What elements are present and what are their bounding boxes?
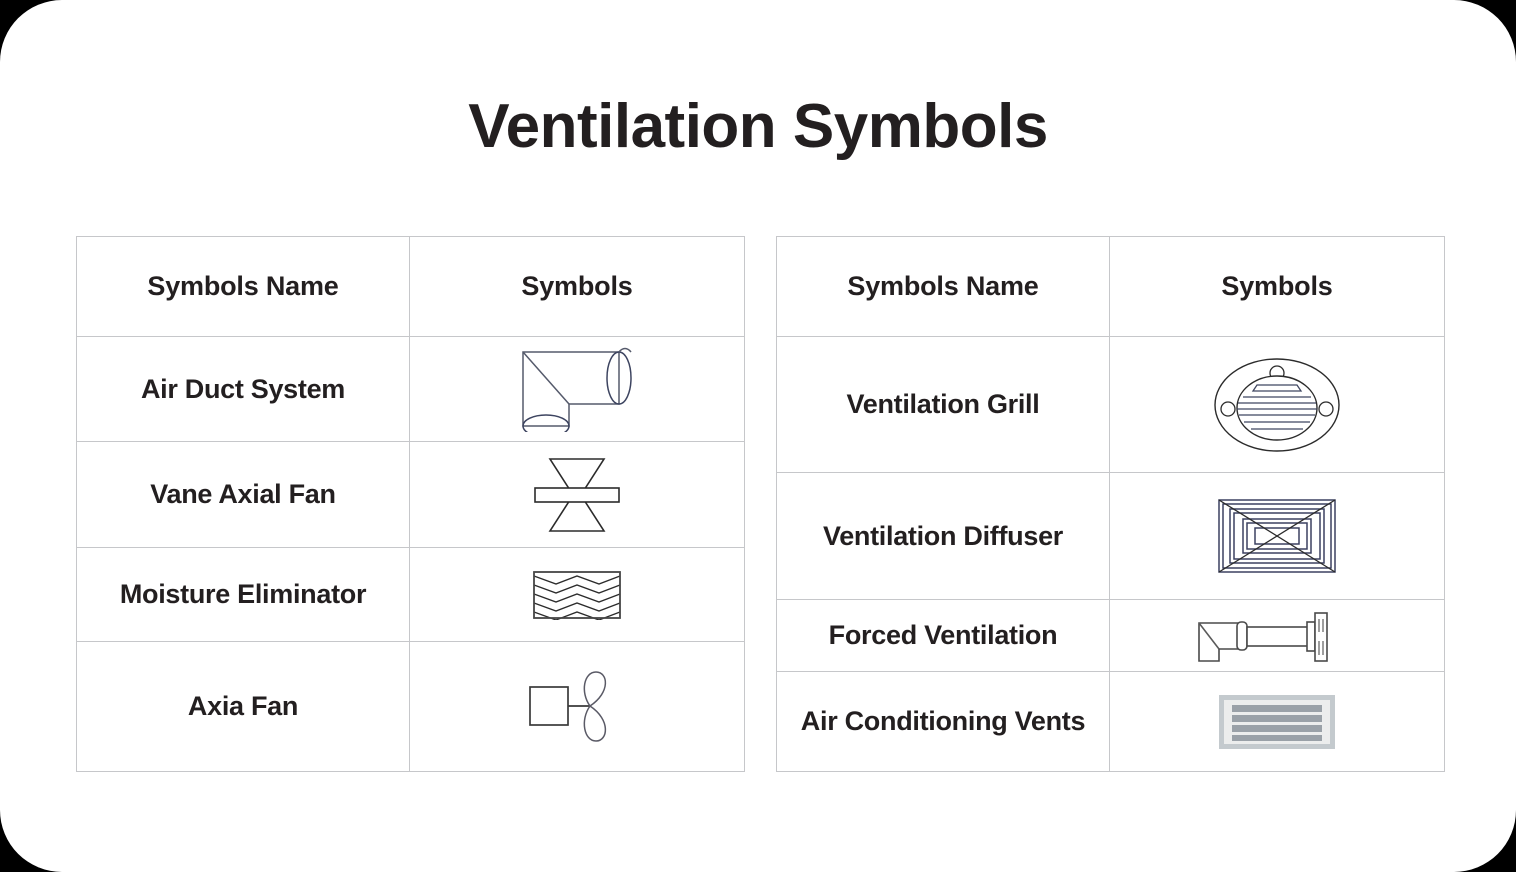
symbol-name-moisture-eliminator: Moisture Eliminator: [76, 547, 410, 642]
vane-axial-fan-symbol: [534, 457, 620, 532]
air-conditioning-vents-symbol: [1219, 694, 1335, 749]
table-row: Axia Fan: [76, 641, 745, 772]
symbol-cell-ventilation-diffuser: [1109, 472, 1445, 600]
table-row: Forced Ventilation: [776, 599, 1445, 672]
table-row: Air Duct System: [76, 336, 745, 442]
axia-fan-symbol: [529, 670, 607, 742]
symbol-name-air-duct-system: Air Duct System: [76, 336, 410, 442]
ventilation-symbols-table-right: Symbols Name Symbols Ventilation Grill: [776, 236, 1445, 772]
header-symbols: Symbols: [1109, 236, 1445, 337]
symbol-cell-moisture-eliminator: [409, 547, 745, 642]
symbol-cell-forced-ventilation: [1109, 599, 1445, 672]
table-row: Air Conditioning Vents: [776, 671, 1445, 772]
symbol-name-vane-axial-fan: Vane Axial Fan: [76, 441, 410, 548]
forced-ventilation-symbol: [1198, 611, 1328, 662]
page-title: Ventilation Symbols: [468, 92, 1048, 161]
symbol-cell-vane-axial-fan: [409, 441, 745, 548]
table-row: Ventilation Grill: [776, 336, 1445, 473]
header-symbols-name: Symbols Name: [776, 236, 1110, 337]
symbol-name-axia-fan: Axia Fan: [76, 641, 410, 772]
ventilation-diffuser-symbol: [1218, 499, 1336, 573]
symbol-name-ventilation-grill: Ventilation Grill: [776, 336, 1110, 473]
air-duct-system-symbol: [522, 347, 632, 432]
symbol-name-forced-ventilation: Forced Ventilation: [776, 599, 1110, 672]
table-row: Vane Axial Fan: [76, 441, 745, 548]
symbol-cell-ventilation-grill: [1109, 336, 1445, 473]
symbol-name-ventilation-diffuser: Ventilation Diffuser: [776, 472, 1110, 600]
ventilation-grill-symbol: [1214, 357, 1340, 452]
table-row: Ventilation Diffuser: [776, 472, 1445, 600]
moisture-eliminator-symbol: [533, 570, 621, 620]
ventilation-symbols-table-left: Symbols Name Symbols Air Duct System: [76, 236, 745, 772]
symbol-name-air-conditioning-vents: Air Conditioning Vents: [776, 671, 1110, 772]
header-symbols-name: Symbols Name: [76, 236, 410, 337]
symbol-cell-air-duct-system: [409, 336, 745, 442]
table-header-row: Symbols Name Symbols: [776, 236, 1445, 337]
symbol-cell-air-conditioning-vents: [1109, 671, 1445, 772]
header-symbols: Symbols: [409, 236, 745, 337]
symbol-cell-axia-fan: [409, 641, 745, 772]
table-row: Moisture Eliminator: [76, 547, 745, 642]
table-header-row: Symbols Name Symbols: [76, 236, 745, 337]
